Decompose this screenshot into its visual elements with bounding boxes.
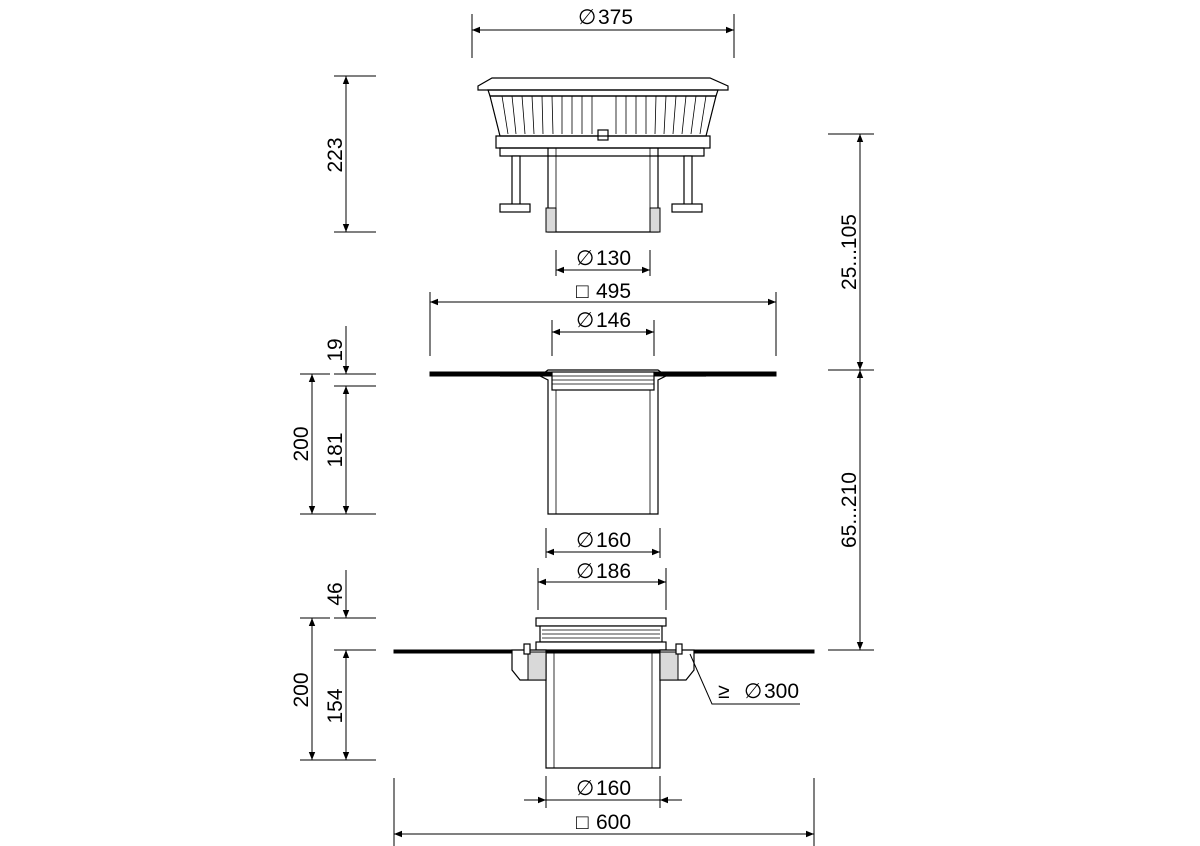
dim-min-hole-prefix: ≥ <box>718 680 730 703</box>
dome-slots <box>501 95 707 135</box>
dim-diameter-symbol: ∅ <box>576 529 594 552</box>
dome-outlet-pipe <box>547 148 659 233</box>
dimension-labels: ∅ 375 223 ∅ 130 □ 495 ∅ 146 25...105 19 … <box>290 6 861 834</box>
dim-lower-adjust: 65...210 <box>838 472 861 548</box>
dim-min-hole: 300 <box>764 680 799 703</box>
dim-square-495: 495 <box>596 280 631 303</box>
dim-top-height: 223 <box>324 137 347 172</box>
dome-top-cap <box>477 77 729 91</box>
dim-mid-height-200: 200 <box>290 426 313 461</box>
riser-collar <box>551 371 655 391</box>
dim-flange-thickness: 19 <box>324 338 347 361</box>
dim-diameter-symbol: ∅ <box>576 247 594 270</box>
dim-diameter-symbol: ∅ <box>578 6 596 29</box>
dim-top-diameter: 375 <box>598 6 633 29</box>
drain-body <box>545 650 661 769</box>
dim-diameter-symbol: ∅ <box>744 680 762 703</box>
dim-upper-adjust: 25...105 <box>838 214 861 290</box>
dim-bottom-pipe-diameter: 160 <box>596 777 631 800</box>
drain-body-assembly <box>393 617 815 769</box>
dim-square-600: 600 <box>596 811 631 834</box>
dim-outlet-diameter: 130 <box>596 247 631 270</box>
dim-diameter-symbol: ∅ <box>576 309 594 332</box>
dim-flange-diameter: 146 <box>596 309 631 332</box>
dim-lower-collar-diameter: 186 <box>596 560 631 583</box>
dim-square-symbol: □ <box>576 811 589 834</box>
dim-mid-pipe-diameter: 160 <box>596 529 631 552</box>
dim-square-symbol: □ <box>576 280 589 303</box>
dim-lower-height-46: 46 <box>324 582 347 605</box>
dome-grating-assembly <box>477 77 729 233</box>
dim-diameter-symbol: ∅ <box>576 777 594 800</box>
dim-lower-height-200: 200 <box>290 672 313 707</box>
dimension-lines <box>300 14 874 846</box>
dim-mid-height-181: 181 <box>324 432 347 467</box>
dim-lower-height-154: 154 <box>324 688 347 723</box>
flange-riser-assembly <box>429 369 777 515</box>
dim-diameter-symbol: ∅ <box>576 560 594 583</box>
